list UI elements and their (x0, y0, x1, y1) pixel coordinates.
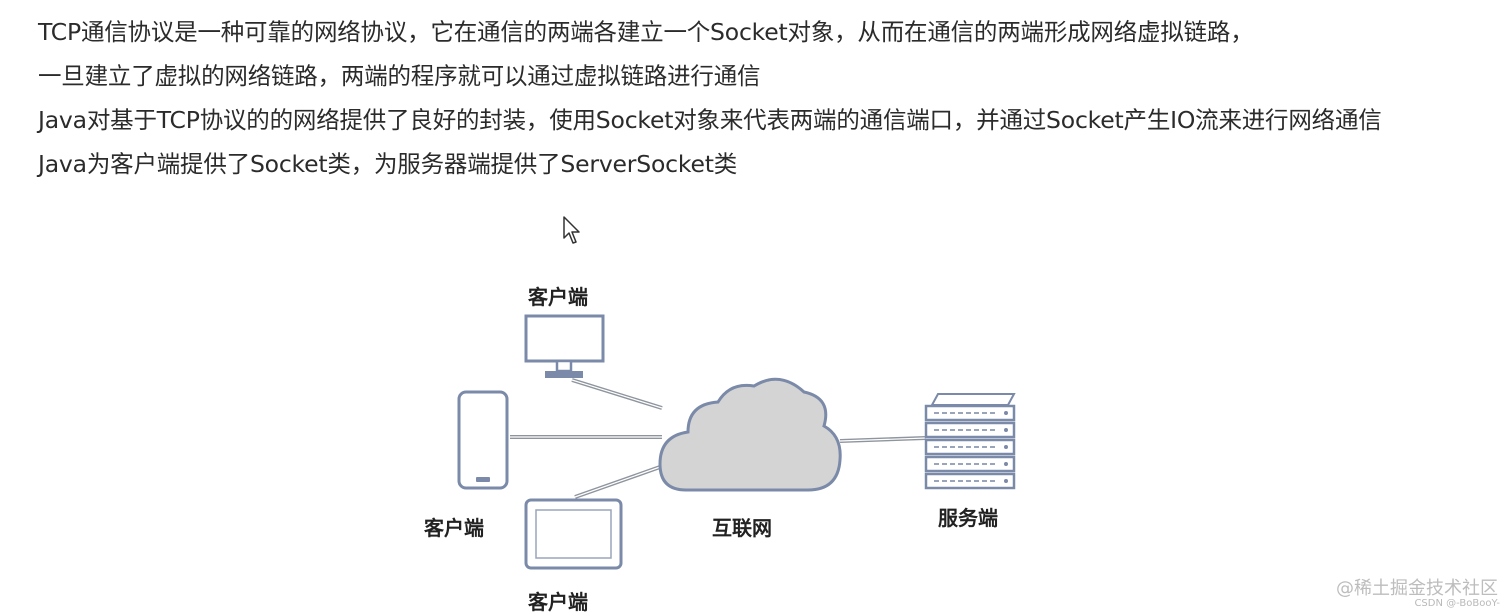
mouse-cursor-icon (563, 216, 580, 244)
paragraph-1: TCP通信协议是一种可靠的网络协议，它在通信的两端各建立一个Socket对象，从… (38, 18, 1254, 46)
client-top-label: 客户端 (528, 285, 588, 309)
monitor-icon (524, 314, 605, 378)
paragraph-2: 一旦建立了虚拟的网络链路，两端的程序就可以通过虚拟链路进行通信 (38, 62, 761, 90)
watermark-sub: CSDN @-BoBooY- (1414, 598, 1500, 609)
server-label: 服务端 (938, 506, 998, 530)
client-left-label: 客户端 (424, 516, 484, 540)
client-bottom-label: 客户端 (528, 590, 588, 614)
paragraph-4: Java为客户端提供了Socket类，为服务器端提供了ServerSocket类 (38, 150, 738, 178)
paragraph-3: Java对基于TCP协议的的网络提供了良好的封装，使用Socket对象来代表两端… (38, 106, 1382, 134)
tablet-icon (524, 498, 623, 570)
internet-label: 互联网 (712, 516, 772, 540)
watermark-main: @稀土掘金技术社区 (1336, 578, 1498, 599)
server-rack-icon (924, 393, 1016, 490)
text-block: TCP通信协议是一种可靠的网络协议，它在通信的两端各建立一个Socket对象，从… (38, 10, 1503, 186)
phone-icon (457, 390, 509, 490)
cloud-icon (658, 377, 842, 492)
